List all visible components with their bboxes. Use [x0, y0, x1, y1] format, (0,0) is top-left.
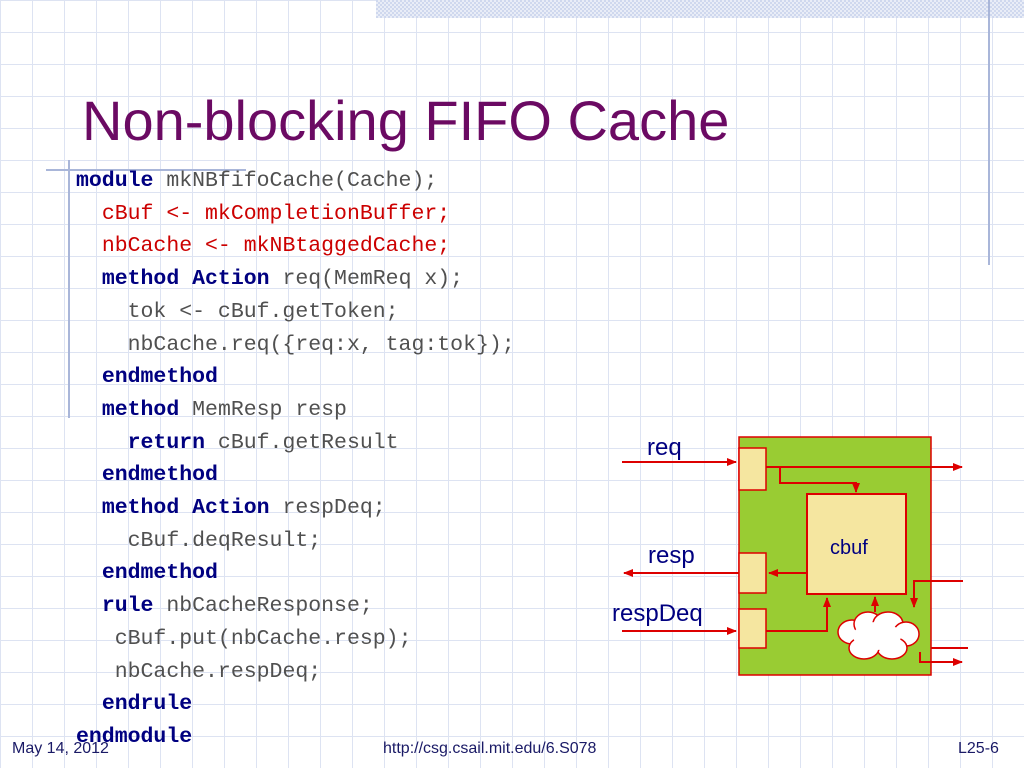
- code-line: method MemResp resp: [76, 394, 347, 426]
- code-line: rule nbCacheResponse;: [76, 590, 373, 622]
- footer-url[interactable]: http://csg.csail.mit.edu/6.S078: [383, 740, 597, 757]
- code-keyword: module: [76, 169, 154, 193]
- code-line: cBuf.put(nbCache.resp);: [76, 623, 412, 655]
- slide-title: Non-blocking FIFO Cache: [82, 89, 730, 152]
- code-keyword: return: [127, 430, 206, 455]
- code-text: cBuf.deqResult;: [127, 528, 322, 553]
- code-text: cBuf <- mkCompletionBuffer;: [101, 201, 451, 226]
- decorative-title-underline: [46, 169, 246, 171]
- header-decoration-band: [376, 0, 1024, 18]
- code-line: endmethod: [76, 361, 218, 393]
- code-text: cBuf.put(nbCache.resp);: [114, 626, 412, 651]
- code-text: tok <- cBuf.getToken;: [127, 299, 399, 324]
- code-line: return cBuf.getResult: [76, 427, 399, 459]
- slide-number: L25-6: [958, 740, 999, 757]
- code-text: nbCacheResponse;: [153, 594, 373, 619]
- cbuf-box: [806, 493, 907, 595]
- req-to-cbuf-arrow: [779, 467, 860, 493]
- code-keyword: method Action: [101, 496, 270, 520]
- code-text: nbCache <- mkNBtaggedCache;: [101, 234, 451, 259]
- code-text: req(MemReq x);: [269, 267, 464, 292]
- code-keyword: endrule: [101, 692, 193, 717]
- code-line: nbCache.req({req:x, tag:tok});: [76, 329, 515, 361]
- code-text: nbCache.req({req:x, tag:tok});: [127, 332, 515, 357]
- nbcache-cloud-icon: [837, 611, 920, 660]
- respdeq-port: [738, 608, 767, 649]
- cloud-respdeq-out-arrow: [919, 652, 963, 666]
- code-text: respDeq;: [269, 496, 386, 520]
- code-line: method Action req(MemReq x);: [76, 263, 463, 295]
- respdeq-label: respDeq: [612, 600, 703, 627]
- code-line: endmodule: [76, 721, 192, 753]
- resp-label: resp: [648, 542, 695, 569]
- code-keyword: method: [101, 397, 180, 422]
- decorative-left-rule: [68, 160, 70, 418]
- code-line: nbCache.respDeq;: [76, 656, 321, 688]
- code-line: module mkNBfifoCache(Cache);: [76, 165, 437, 197]
- req-port: [738, 447, 767, 491]
- code-keyword: method Action: [101, 267, 270, 292]
- cbuf-label: cbuf: [830, 537, 868, 559]
- code-line: endmethod: [76, 459, 218, 491]
- code-keyword: endmethod: [101, 365, 218, 390]
- code-line: tok <- cBuf.getToken;: [76, 296, 399, 328]
- code-keyword: rule: [101, 594, 154, 619]
- code-line: endmethod: [76, 557, 218, 589]
- footer-date: May 14, 2012: [12, 740, 109, 757]
- code-keyword: endmethod: [101, 463, 218, 488]
- code-line: endrule: [76, 688, 192, 720]
- decorative-vertical-rule: [988, 0, 990, 265]
- memory-resp-in-arrow: [910, 580, 963, 608]
- code-text: cBuf.getResult: [205, 430, 399, 455]
- code-keyword: endmethod: [101, 561, 218, 586]
- req-label: req: [647, 434, 682, 461]
- code-keyword: endmodule: [76, 724, 193, 749]
- resp-port: [738, 552, 767, 594]
- code-line: cBuf <- mkCompletionBuffer;: [76, 198, 450, 230]
- code-line: nbCache <- mkNBtaggedCache;: [76, 230, 450, 262]
- code-line: method Action respDeq;: [76, 492, 386, 524]
- code-text: nbCache.respDeq;: [114, 659, 322, 684]
- code-line: cBuf.deqResult;: [76, 525, 322, 557]
- code-text: MemResp resp: [179, 397, 347, 422]
- respdeq-to-cbuf-arrow: [766, 597, 831, 632]
- code-text: mkNBfifoCache(Cache);: [153, 169, 438, 193]
